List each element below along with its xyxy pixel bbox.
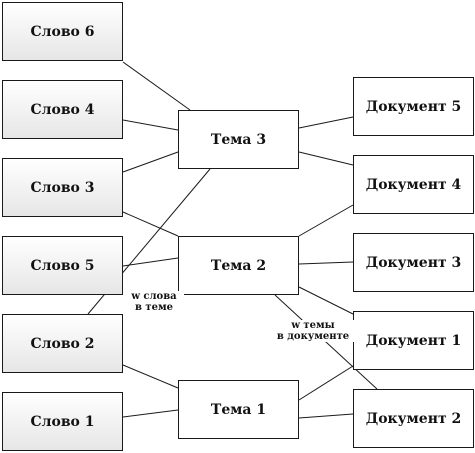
word-node-5: Слово 5 (2, 236, 123, 295)
edge-w3-t2 (122, 211, 179, 237)
word-node-6: Слово 6 (2, 2, 123, 61)
edge-w6-t3 (122, 61, 191, 111)
edge-w3-t3 (122, 151, 179, 173)
topic-node-1: Тема 1 (178, 380, 299, 439)
edge-w1-t1 (122, 409, 179, 418)
edge-w2-t1 (122, 364, 179, 389)
word-in-topic-label: w слова в теме (124, 291, 184, 313)
edge-t2-d4 (298, 204, 354, 237)
edge-w5-t2 (122, 257, 179, 267)
document-node-5: Документ 5 (353, 77, 474, 136)
edge-t2-d1 (298, 286, 354, 315)
edge-t1-d2 (298, 413, 354, 419)
word-node-1: Слово 1 (2, 392, 123, 451)
document-node-2: Документ 2 (353, 389, 474, 448)
word-node-2: Слово 2 (2, 314, 123, 373)
edge-t2-d2 (274, 294, 378, 390)
document-node-1: Документ 1 (353, 311, 474, 370)
document-node-3: Документ 3 (353, 233, 474, 292)
edge-t3-d4 (298, 151, 354, 166)
topic-node-3: Тема 3 (178, 110, 299, 169)
edge-t2-d3 (298, 261, 354, 265)
edge-w4-t3 (122, 119, 179, 131)
edge-t3-d5 (298, 116, 354, 129)
topic-in-document-label: w темы в документе (270, 320, 356, 342)
topic-node-2: Тема 2 (178, 236, 299, 295)
word-node-4: Слово 4 (2, 80, 123, 139)
document-node-4: Документ 4 (353, 155, 474, 214)
word-node-3: Слово 3 (2, 158, 123, 217)
edge-t1-d1 (298, 365, 354, 401)
